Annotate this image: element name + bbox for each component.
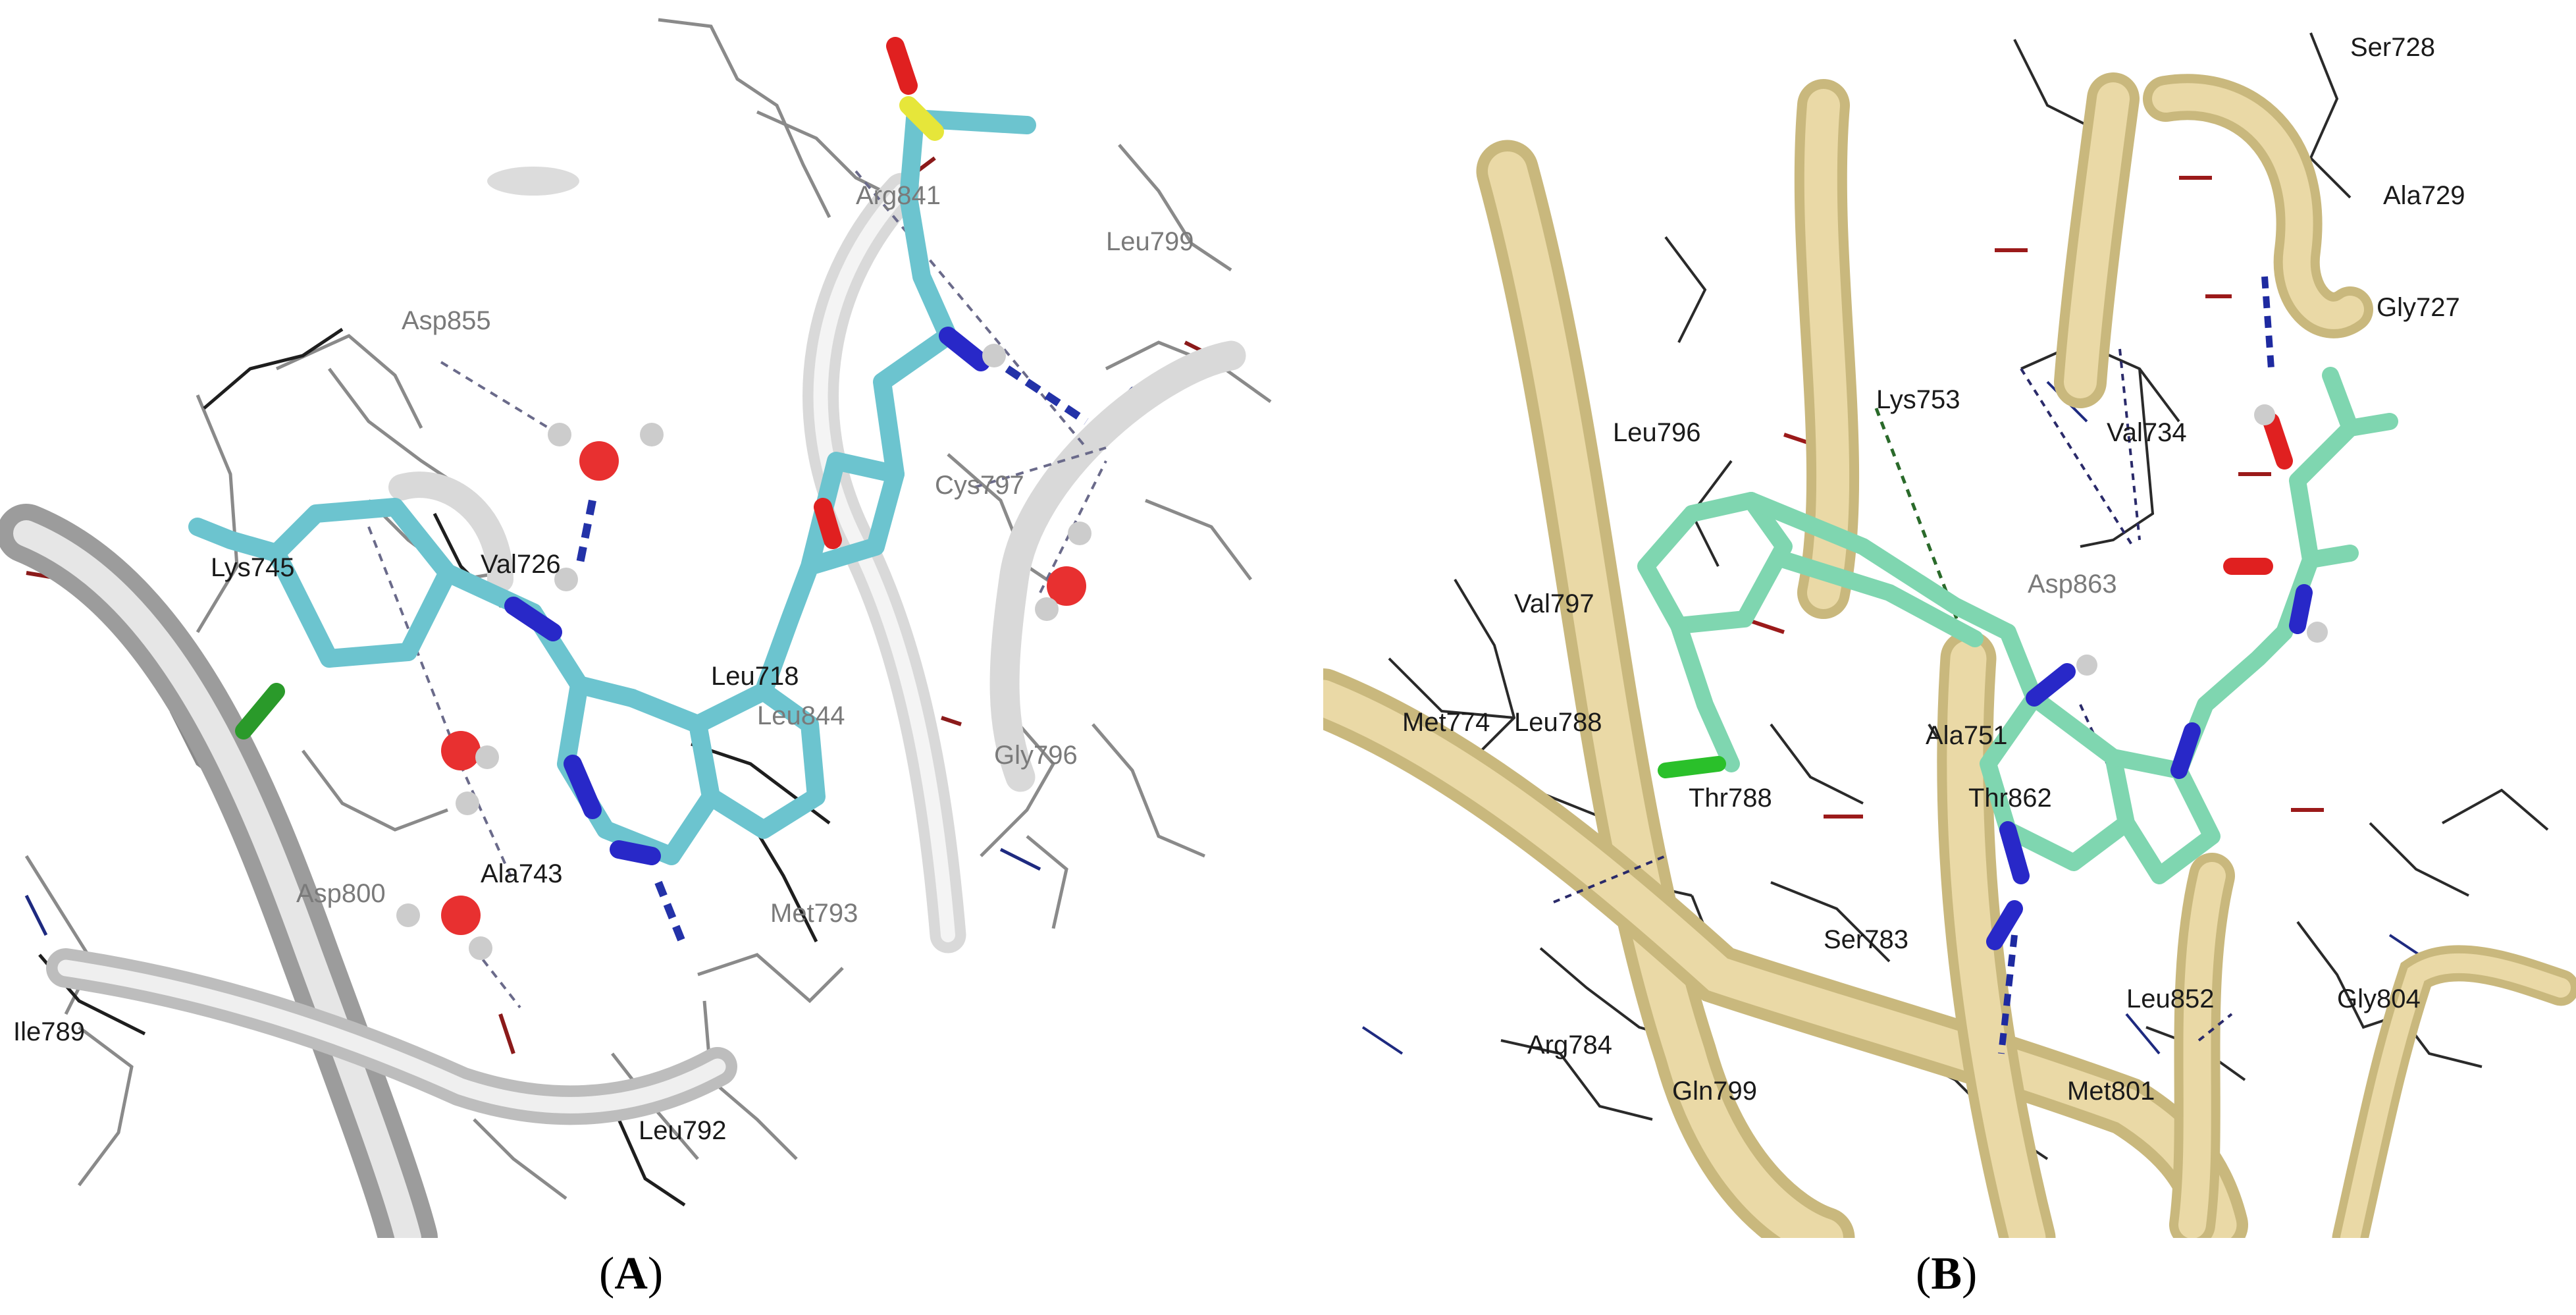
panel-b-pi-contacts (1874, 408, 1964, 633)
label-b-thr862: Thr862 (1968, 784, 2052, 813)
label-a-arg841: Arg841 (856, 181, 941, 210)
label-b-gly727: Gly727 (2377, 293, 2460, 322)
panel-a: Arg841 Leu799 Asp855 Cys797 Lys745 Val72… (0, 0, 1310, 1238)
caption-b-letter: B (1931, 1248, 1962, 1299)
label-b-leu788: Leu788 (1514, 708, 1602, 737)
label-b-ser728: Ser728 (2350, 33, 2435, 62)
label-a-met793: Met793 (770, 899, 858, 928)
label-b-gln799: Gln799 (1672, 1077, 1757, 1106)
panel-a-ribbon-dark (0, 504, 737, 1238)
label-b-asp863: Asp863 (2028, 570, 2117, 599)
panel-b-chlorine (1658, 756, 1726, 778)
label-a-cys797: Cys797 (935, 471, 1024, 500)
label-b-val734: Val734 (2107, 418, 2187, 447)
label-b-val797: Val797 (1514, 589, 1594, 618)
panel-b-oxygens (2223, 413, 2293, 575)
label-b-thr788: Thr788 (1689, 784, 1772, 813)
label-a-gly796: Gly796 (994, 741, 1078, 770)
panel-a-sulfur (899, 96, 944, 141)
panel-b-nitrogens (1986, 584, 2313, 950)
panel-b-hbonds (1998, 276, 2274, 1054)
label-b-ala751: Ala751 (1926, 721, 2008, 750)
panel-a-waters (396, 344, 1091, 960)
label-b-ser783: Ser783 (1824, 925, 1908, 954)
panel-a-structure: Arg841 Leu799 Asp855 Cys797 Lys745 Val72… (0, 18, 1272, 1238)
label-a-asp855: Asp855 (402, 306, 491, 335)
panel-a-oxygens (814, 37, 918, 549)
panel-a-wireframe (24, 18, 1272, 1200)
panel-a-hbonds (575, 365, 1089, 950)
caption-b-open: ( (1916, 1248, 1932, 1299)
label-a-leu718: Leu718 (711, 662, 799, 691)
label-b-leu796: Leu796 (1613, 418, 1700, 447)
panel-a-red-wireframe (26, 156, 1213, 1054)
panel-b-ribbons (1323, 72, 2576, 1238)
label-b-leu852: Leu852 (2126, 984, 2214, 1013)
panel-a-ribbons (388, 167, 1246, 953)
panel-b: Ser728 Ala729 Gly727 Lys753 Val734 Leu79… (1323, 0, 2576, 1238)
label-b-arg784: Arg784 (1527, 1031, 1612, 1060)
caption-a-close: ) (647, 1248, 664, 1299)
label-a-asp800: Asp800 (296, 879, 386, 908)
label-a-lys745: Lys745 (211, 553, 295, 582)
label-a-ile789: Ile789 (13, 1017, 85, 1046)
caption-b: (B) (1916, 1248, 1977, 1301)
caption-a-letter: A (614, 1248, 648, 1299)
label-b-ala729: Ala729 (2383, 181, 2465, 210)
panel-a-chlorine (235, 683, 285, 739)
label-a-val726: Val726 (481, 550, 561, 579)
panel-a-nitrogens (504, 327, 990, 865)
caption-a-open: ( (599, 1248, 615, 1299)
label-b-met774: Met774 (1402, 708, 1490, 737)
label-b-gly804: Gly804 (2337, 984, 2421, 1013)
panel-b-hydrogens (2076, 404, 2328, 676)
label-a-ala743: Ala743 (481, 859, 563, 888)
label-a-leu844: Leu844 (757, 701, 845, 730)
panel-b-structure: Ser728 Ala729 Gly727 Lys753 Val734 Leu79… (1323, 32, 2576, 1238)
caption-a: (A) (599, 1248, 663, 1301)
label-a-leu799: Leu799 (1106, 227, 1194, 256)
label-a-leu792: Leu792 (639, 1116, 726, 1145)
label-b-met801: Met801 (2067, 1077, 2155, 1106)
caption-b-close: ) (1962, 1248, 1978, 1299)
label-b-lys753: Lys753 (1876, 385, 1960, 414)
